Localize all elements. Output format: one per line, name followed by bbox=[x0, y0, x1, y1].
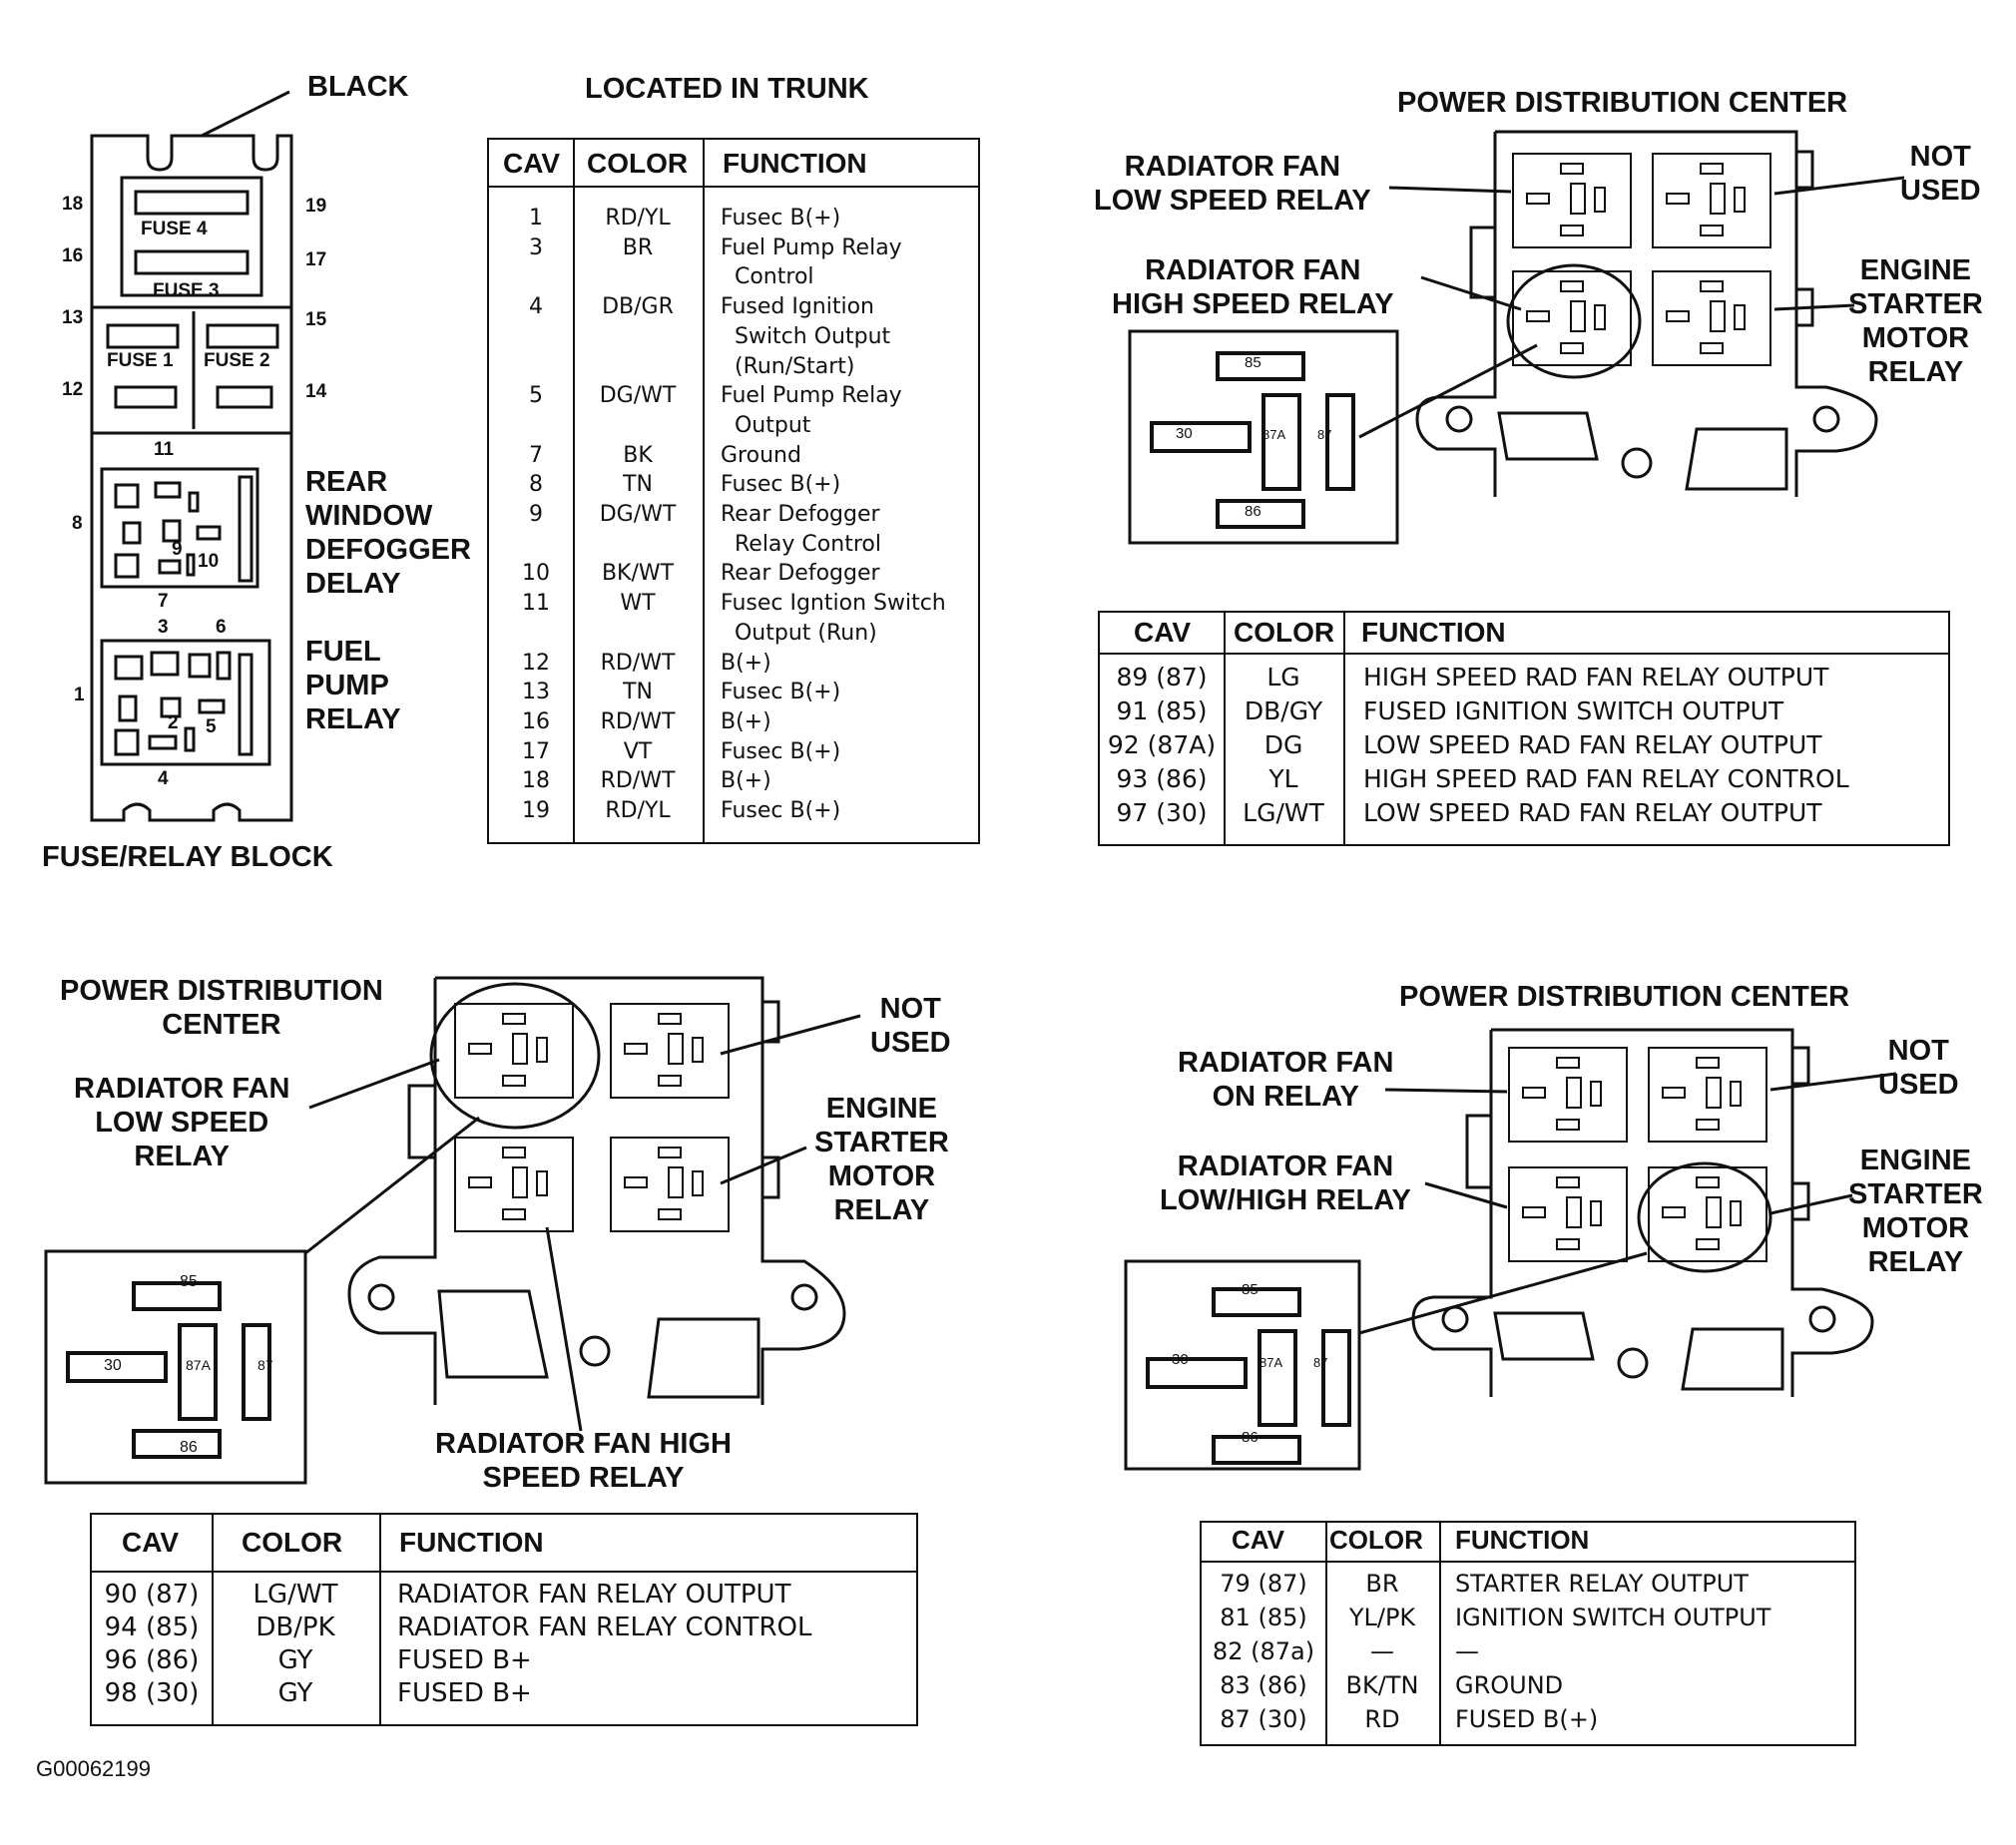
cavity-7: 7 bbox=[158, 591, 169, 612]
pdc-top-pin-30: 30 bbox=[1176, 425, 1193, 442]
located-in-trunk-title: LOCATED IN TRUNK bbox=[585, 73, 869, 105]
trunk-header-function: FUNCTION bbox=[723, 148, 867, 179]
pdc-br-header-color: COLOR bbox=[1329, 1525, 1423, 1555]
fuse-3-label: FUSE 3 bbox=[153, 280, 220, 301]
rear-window-defogger-delay-label: REAR WINDOW DEFOGGER DELAY bbox=[305, 466, 471, 600]
trunk-header-cav: CAV bbox=[503, 148, 561, 179]
pdc-br-pin-86: 86 bbox=[1242, 1429, 1259, 1446]
fuse-1-label: FUSE 1 bbox=[107, 350, 174, 371]
pdc-bl-pin-87a: 87A bbox=[186, 1357, 211, 1373]
pdc-top-low-speed-label: RADIATOR FAN LOW SPEED RELAY bbox=[1094, 151, 1371, 217]
black-label: BLACK bbox=[307, 71, 409, 103]
pdc-top-color-column: LG DB/GY DG YL LG/WT bbox=[1243, 663, 1324, 827]
pdc-br-starter-label: ENGINE STARTER MOTOR RELAY bbox=[1848, 1145, 1983, 1278]
cavity-4: 4 bbox=[158, 768, 169, 789]
pdc-top-header-function: FUNCTION bbox=[1361, 617, 1506, 648]
pdc-bl-cav-column: 90 (87) 94 (85) 96 (86) 98 (30) bbox=[104, 1580, 200, 1708]
pdc-bl-pin-87: 87 bbox=[257, 1357, 273, 1373]
pdc-bl-header-color: COLOR bbox=[242, 1527, 343, 1558]
cavity-2: 2 bbox=[168, 712, 179, 733]
pdc-bl-high-speed-label: RADIATOR FAN HIGH SPEED RELAY bbox=[435, 1428, 732, 1494]
cavity-16: 16 bbox=[62, 245, 84, 266]
pdc-bl-header-cav: CAV bbox=[122, 1527, 180, 1558]
pdc-top-header-cav: CAV bbox=[1134, 617, 1192, 648]
pdc-bl-starter-label: ENGINE STARTER MOTOR RELAY bbox=[814, 1093, 949, 1226]
trunk-function-column: Fusec B(+) Fuel Pump Relay Control Fused… bbox=[721, 206, 946, 824]
pdc-br-header-function: FUNCTION bbox=[1455, 1525, 1590, 1555]
pdc-br-not-used-label: NOT USED bbox=[1878, 1035, 1959, 1101]
cavity-19: 19 bbox=[305, 196, 327, 217]
pdc-bl-function-column: RADIATOR FAN RELAY OUTPUT RADIATOR FAN R… bbox=[397, 1580, 812, 1708]
cavity-8: 8 bbox=[72, 513, 83, 534]
pdc-bottom-left-drawing bbox=[46, 978, 860, 1483]
pdc-br-pin-30: 30 bbox=[1172, 1351, 1189, 1368]
pdc-bl-low-speed-label: RADIATOR FAN LOW SPEED RELAY bbox=[74, 1073, 290, 1172]
pdc-bl-not-used-label: NOT USED bbox=[870, 993, 951, 1059]
figure-id: G00062199 bbox=[36, 1756, 151, 1781]
cavity-14: 14 bbox=[305, 381, 327, 402]
pdc-top-function-column: HIGH SPEED RAD FAN RELAY OUTPUT FUSED IG… bbox=[1363, 663, 1849, 827]
fuse-4-label: FUSE 4 bbox=[141, 219, 208, 239]
pdc-br-low-high-label: RADIATOR FAN LOW/HIGH RELAY bbox=[1160, 1151, 1411, 1216]
pdc-top-high-speed-label: RADIATOR FAN HIGH SPEED RELAY bbox=[1112, 254, 1394, 320]
pdc-top-cav-column: 89 (87) 91 (85) 92 (87A) 93 (86) 97 (30) bbox=[1107, 663, 1217, 827]
pdc-br-color-column: BR YL/PK — BK/TN RD bbox=[1345, 1570, 1419, 1733]
cavity-13: 13 bbox=[62, 307, 84, 328]
fuse-relay-block-drawing bbox=[92, 92, 291, 820]
pdc-bl-color-column: LG/WT DB/PK GY GY bbox=[252, 1580, 338, 1708]
pdc-top-pin-87a: 87A bbox=[1262, 427, 1286, 442]
trunk-table: CAV COLOR FUNCTION 1 3 4 5 7 8 9 10 11 1… bbox=[487, 138, 980, 844]
pdc-bl-pin-86: 86 bbox=[180, 1439, 198, 1456]
trunk-cav-column: 1 3 4 5 7 8 9 10 11 12 13 16 17 18 19 bbox=[522, 206, 550, 824]
cavity-1: 1 bbox=[74, 685, 85, 705]
trunk-header-color: COLOR bbox=[587, 148, 689, 179]
cavity-3: 3 bbox=[158, 617, 169, 638]
pdc-bottom-right-drawing bbox=[1126, 1030, 1896, 1469]
trunk-color-column: RD/YL BR DB/GR DG/WT BK TN DG/WT BK/WT W… bbox=[599, 206, 677, 824]
pdc-br-cav-column: 79 (87) 81 (85) 82 (87a) 83 (86) 87 (30) bbox=[1212, 1570, 1315, 1733]
cavity-12: 12 bbox=[62, 379, 84, 400]
pdc-br-table: CAV COLOR FUNCTION 79 (87) 81 (85) 82 (8… bbox=[1200, 1521, 1856, 1746]
fuse-relay-block-title: FUSE/RELAY BLOCK bbox=[42, 841, 333, 873]
cavity-11: 11 bbox=[154, 439, 175, 460]
pdc-bl-pin-85: 85 bbox=[180, 1273, 198, 1290]
cavity-17: 17 bbox=[305, 249, 327, 270]
pdc-top-pin-87: 87 bbox=[1317, 427, 1332, 442]
cavity-9: 9 bbox=[172, 539, 183, 560]
pdc-br-header-cav: CAV bbox=[1232, 1525, 1284, 1555]
pdc-bl-header-function: FUNCTION bbox=[399, 1527, 544, 1558]
pdc-br-function-column: STARTER RELAY OUTPUT IGNITION SWITCH OUT… bbox=[1455, 1570, 1771, 1733]
pdc-br-on-relay-label: RADIATOR FAN ON RELAY bbox=[1178, 1047, 1394, 1113]
cavity-6: 6 bbox=[216, 617, 227, 638]
cavity-10: 10 bbox=[198, 551, 220, 572]
pdc-top-starter-label: ENGINE STARTER MOTOR RELAY bbox=[1848, 254, 1983, 388]
pdc-bl-table: CAV COLOR FUNCTION 90 (87) 94 (85) 96 (8… bbox=[90, 1513, 918, 1726]
pdc-top-not-used-label: NOT USED bbox=[1900, 141, 1981, 207]
pdc-br-title: POWER DISTRIBUTION CENTER bbox=[1399, 981, 1850, 1013]
pdc-bl-title: POWER DISTRIBUTION CENTER bbox=[60, 975, 383, 1041]
fuse-2-label: FUSE 2 bbox=[204, 350, 270, 371]
pdc-br-pin-85: 85 bbox=[1242, 1281, 1259, 1298]
cavity-15: 15 bbox=[305, 309, 327, 330]
pdc-br-pin-87: 87 bbox=[1313, 1355, 1328, 1370]
pdc-bl-pin-30: 30 bbox=[104, 1357, 122, 1374]
pdc-top-title: POWER DISTRIBUTION CENTER bbox=[1397, 87, 1848, 119]
cavity-5: 5 bbox=[206, 716, 217, 737]
fuel-pump-relay-label: FUEL PUMP RELAY bbox=[305, 636, 401, 735]
pdc-top-pin-86: 86 bbox=[1245, 503, 1261, 520]
pdc-br-pin-87a: 87A bbox=[1260, 1355, 1283, 1370]
cavity-18: 18 bbox=[62, 194, 84, 215]
pdc-top-drawing bbox=[1130, 132, 1904, 543]
pdc-top-table: CAV COLOR FUNCTION 89 (87) 91 (85) 92 (8… bbox=[1098, 611, 1950, 846]
pdc-top-header-color: COLOR bbox=[1234, 617, 1335, 648]
pdc-top-pin-85: 85 bbox=[1245, 354, 1261, 371]
